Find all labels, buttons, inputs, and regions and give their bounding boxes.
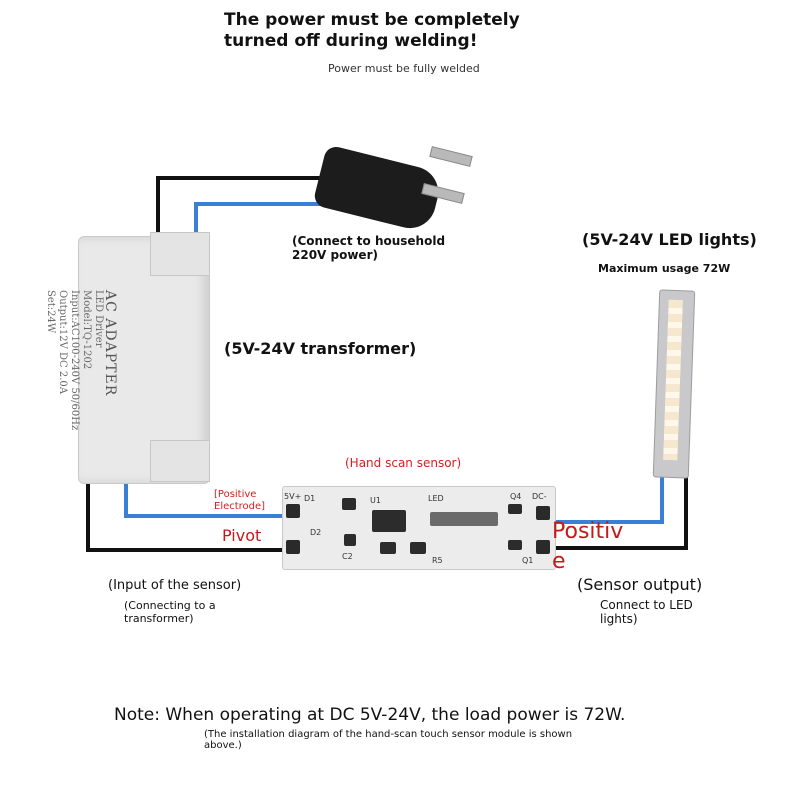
- transistor: [508, 540, 522, 550]
- wire-black-output: [550, 472, 688, 550]
- adapter-print-line: Output:12V DC 2.0A: [57, 290, 68, 394]
- board-silk-label: LED: [428, 494, 444, 503]
- wire-black-plug: [156, 176, 330, 248]
- resistor: [380, 542, 396, 554]
- sensor-board: [282, 486, 556, 570]
- adapter-print: AC ADAPTER LED Driver Model:TQ-1202 Inpu…: [44, 290, 118, 500]
- sensor-input-sub: (Connecting to a transformer): [124, 599, 216, 625]
- board-pad: [286, 504, 300, 518]
- led-max-usage: Maximum usage 72W: [598, 262, 731, 275]
- warning-title: The power must be completely turned off …: [224, 10, 520, 51]
- wire-blue-plug: [194, 202, 332, 240]
- wire-blue-input: [124, 482, 290, 518]
- board-silk-label: Q1: [522, 556, 534, 565]
- wire-black-input: [86, 480, 290, 552]
- footer-sub-note: (The installation diagram of the hand-sc…: [204, 729, 573, 751]
- sensor-output-sub: Connect to LED lights): [600, 598, 693, 626]
- board-pad: [286, 540, 300, 554]
- board-pad: [536, 540, 550, 554]
- sensor-element: [430, 512, 498, 526]
- wire-blue-output: [550, 476, 664, 524]
- led-lights-title: (5V-24V LED lights): [582, 230, 757, 249]
- board-silk-label: Q4: [510, 492, 522, 501]
- resistor: [410, 542, 426, 554]
- adapter-print-line: Model:TQ-1202: [81, 290, 92, 370]
- footer-note: Note: When operating at DC 5V-24V, the l…: [114, 705, 626, 725]
- board-pad: [536, 506, 550, 520]
- pivot-label: Pivot: [222, 526, 262, 545]
- warning-subtitle: Power must be fully welded: [328, 62, 480, 75]
- board-silk-label: D1: [304, 494, 316, 503]
- adapter-print-line: Set:24W: [45, 290, 56, 334]
- sensor-output-label: (Sensor output): [577, 575, 703, 594]
- positive-electrode-label: [Positive Electrode]: [214, 489, 266, 512]
- board-silk-label: C2: [342, 552, 353, 561]
- plug-note: (Connect to household 220V power): [292, 234, 446, 262]
- board-silk-label: U1: [370, 496, 381, 505]
- positive-label: Positive: [552, 519, 624, 574]
- hand-scan-sensor-label: (Hand scan sensor): [345, 456, 462, 470]
- board-silk-label: D2: [310, 528, 322, 537]
- adapter-brand: AC ADAPTER: [102, 290, 118, 397]
- transformer-label: (5V-24V transformer): [224, 339, 417, 358]
- ic-chip: [372, 510, 406, 532]
- adapter-print-line: Input:AC100-240V 50/60Hz: [69, 290, 80, 431]
- sensor-input-label: (Input of the sensor): [108, 578, 242, 593]
- capacitor: [342, 498, 356, 510]
- capacitor: [344, 534, 356, 546]
- transistor: [508, 504, 522, 514]
- adapter-mount-tab: [150, 232, 210, 276]
- board-silk-label: R5: [432, 556, 443, 565]
- board-silk-label: 5V+: [284, 492, 302, 501]
- adapter-mount-tab: [150, 440, 210, 482]
- board-silk-label: DC-: [532, 492, 547, 501]
